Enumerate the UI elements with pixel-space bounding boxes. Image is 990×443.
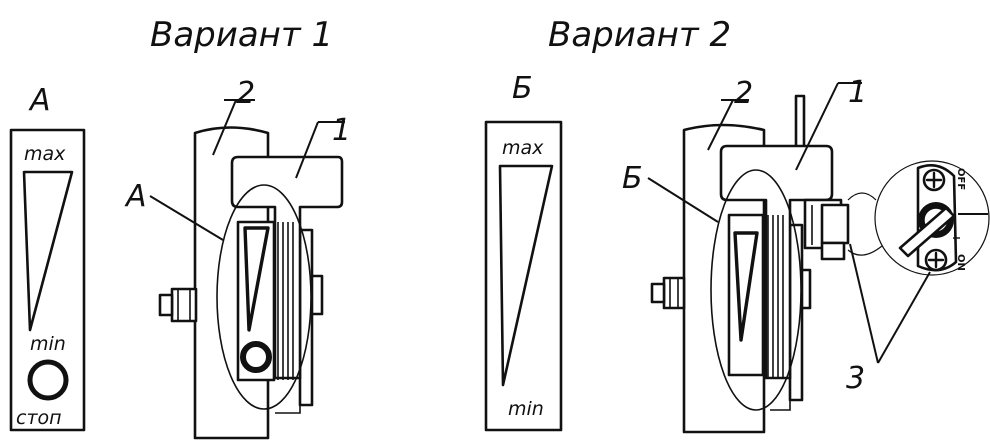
callout-3: 3 (846, 361, 865, 396)
gauge-b-letter: Б (512, 71, 533, 106)
gauge-a-min-label: min (30, 333, 66, 355)
variant-1-title: Вариант 1 (150, 15, 333, 55)
gauge-b-max-label: max (502, 137, 544, 159)
callout-1-left: 1 (332, 113, 351, 148)
switch-detail-circle (874, 160, 990, 276)
assembly-2-housing (719, 144, 834, 380)
assembly-1-view-ellipse (216, 184, 312, 410)
switch-on-label: ON (955, 254, 966, 271)
switch-lever (898, 206, 956, 258)
assembly-1 (158, 126, 344, 440)
variant-2-title: Вариант 2 (548, 15, 731, 55)
assembly-1-inner-wedge (243, 226, 270, 332)
assembly-2-inner-wedge (733, 231, 759, 342)
gauge-a-stop-label: стоп (16, 407, 62, 429)
gauge-a-letter: А (28, 83, 51, 118)
assembly-1-housing (230, 155, 344, 380)
assembly-1-stop-ring (240, 341, 272, 373)
gauge-b-wedge (498, 164, 554, 387)
callout-2-right: 2 (734, 76, 753, 111)
callout-view-b: Б (622, 161, 643, 196)
gauge-a-plate (9, 128, 86, 432)
gauge-a-wedge (22, 170, 74, 332)
assembly-2-view-ellipse (710, 169, 802, 411)
assembly-2 (650, 94, 850, 434)
gauge-a-max-label: max (24, 143, 66, 165)
gauge-b-plate (484, 120, 563, 432)
callout-2-left: 2 (236, 76, 255, 111)
switch-detail: OFF ON (847, 160, 990, 276)
callout-1-right: 1 (848, 75, 867, 110)
gauge-a-stop-ring (27, 359, 69, 401)
assembly-1-bolt-head (170, 287, 198, 323)
callout-view-a: А (124, 179, 147, 214)
gauge-b-min-label: min (508, 398, 544, 420)
switch-off-label: OFF (955, 168, 966, 190)
assembly-1-bolt-stub (158, 293, 174, 317)
assembly-2-bolt-head (662, 276, 686, 310)
